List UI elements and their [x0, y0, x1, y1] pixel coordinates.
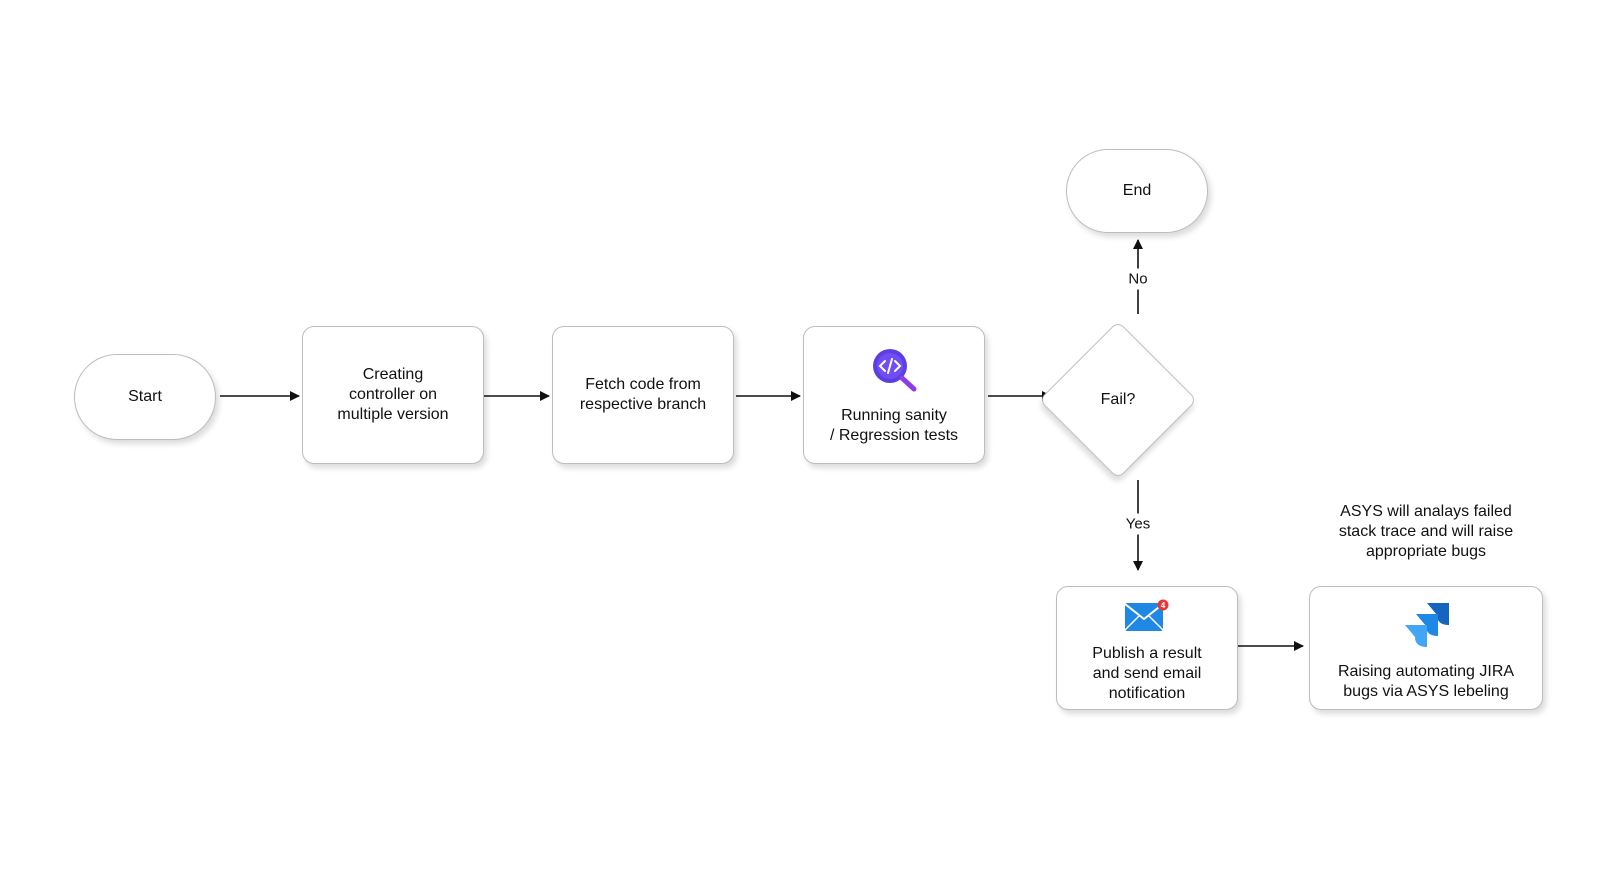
- fetch-code-node: Fetch code from respective branch: [552, 326, 734, 464]
- start-label: Start: [128, 388, 162, 405]
- end-node: End: [1066, 149, 1208, 233]
- svg-text:4: 4: [1161, 601, 1166, 610]
- start-node: Start: [74, 354, 216, 440]
- edge-label-no: No: [1124, 268, 1152, 290]
- fetch-code-label: Fetch code from respective branch: [579, 376, 707, 413]
- jira-bugs-node: Raising automating JIRA bugs via ASYS le…: [1309, 586, 1543, 710]
- jira-logo-icon: [1399, 601, 1453, 656]
- jira-bugs-label: Raising automating JIRA bugs via ASYS le…: [1337, 663, 1515, 700]
- creating-controller-node: Creating controller on multiple version: [302, 326, 484, 464]
- fail-decision-node: Fail?: [1038, 320, 1198, 480]
- running-tests-node: Running sanity / Regression tests: [803, 326, 985, 464]
- running-tests-label: Running sanity / Regression tests: [829, 407, 959, 444]
- asys-note: ASYS will analays failed stack trace and…: [1338, 503, 1514, 560]
- fail-decision-label: Fail?: [1100, 391, 1136, 408]
- publish-result-label: Publish a result and send email notifica…: [1092, 645, 1202, 702]
- code-search-icon: [866, 345, 922, 400]
- edge-label-yes: Yes: [1121, 513, 1155, 535]
- publish-result-node: 4 Publish a result and send email notifi…: [1056, 586, 1238, 710]
- email-notification-icon: 4: [1123, 599, 1171, 638]
- creating-controller-label: Creating controller on multiple version: [337, 366, 449, 423]
- end-label: End: [1122, 182, 1152, 199]
